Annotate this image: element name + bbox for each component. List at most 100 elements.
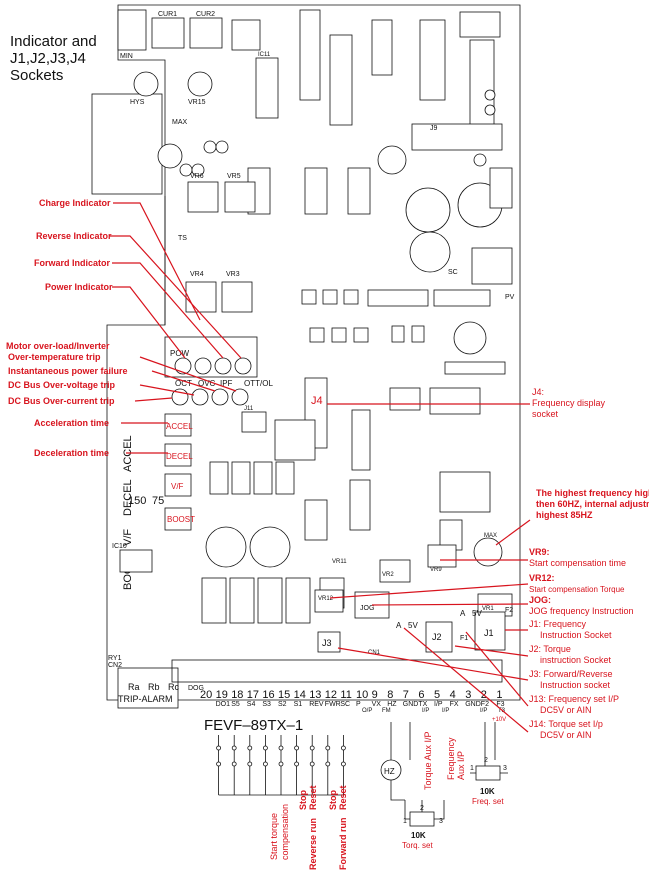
svg-text:J4: J4: [311, 395, 323, 407]
svg-text:J2: J2: [432, 632, 442, 642]
svg-text:then 60HZ, internal adjustment: then 60HZ, internal adjustment: [536, 499, 649, 509]
svg-text:TRIP-ALARM: TRIP-ALARM: [118, 694, 173, 704]
svg-text:CN2: CN2: [108, 662, 122, 669]
label-motor-overload: Motor over-load/Inverter: [6, 341, 110, 351]
svg-text:J1: J1: [484, 628, 494, 638]
terminal-number: 8: [387, 689, 393, 701]
terminal-number: 20: [200, 689, 212, 701]
svg-text:VR12: VR12: [318, 596, 334, 602]
svg-text:A: A: [460, 609, 466, 618]
svg-text:JOG frequency Instruction: JOG frequency Instruction: [529, 606, 634, 616]
svg-text:J3: Forward/Reverse: J3: Forward/Reverse: [529, 669, 613, 679]
label-over-temperature: Over-temperature trip: [8, 352, 101, 362]
svg-text:highest 85HZ: highest 85HZ: [536, 510, 593, 520]
svg-text:J13: Frequency set I/P: J13: Frequency set I/P: [529, 694, 619, 704]
terminal-number: 19: [216, 689, 228, 701]
svg-text:DECEL: DECEL: [122, 479, 134, 516]
svg-text:MAX: MAX: [172, 119, 188, 126]
svg-text:Start torque: Start torque: [269, 813, 279, 860]
svg-text:J4:: J4:: [532, 387, 544, 397]
svg-text:Sockets: Sockets: [10, 67, 63, 84]
terminal-number: 1: [496, 689, 502, 701]
switch-contact: [325, 761, 331, 767]
svg-text:Freq. set: Freq. set: [472, 797, 504, 806]
middle-components: J4 J11 MAX VR2 VR11 VR12 JOG VR9 VR1: [171, 377, 513, 683]
bottom-function-labels: Start torque compensation Stop Reset Rev…: [269, 731, 466, 870]
terminal-name: S5: [231, 701, 240, 708]
svg-text:3: 3: [503, 765, 507, 772]
svg-text:VR4: VR4: [190, 271, 204, 278]
boost-trimmer: BOOST: [167, 515, 195, 524]
terminal-name: GND: [465, 701, 481, 708]
terminal-number: 5: [434, 689, 440, 701]
terminal-name: SC: [340, 701, 350, 708]
right-callouts: J4: Frequency display socket The highest…: [327, 387, 649, 740]
page-title: Indicator and J1,J2,J3,J4 Sockets: [10, 33, 97, 84]
label-power-failure: Instantaneous power failure: [8, 366, 128, 376]
svg-text:I/P: I/P: [480, 708, 487, 714]
svg-text:ACCEL: ACCEL: [122, 435, 134, 472]
switch-contact: [216, 761, 222, 767]
label-reverse-indicator: Reverse Indicator: [36, 231, 112, 241]
terminal-number: 11: [340, 689, 351, 701]
svg-text:Indicator and: Indicator and: [10, 33, 97, 50]
svg-text:JOG:: JOG:: [529, 595, 551, 605]
bottom-wiring: HZ 1 2 3 10K Torq. set 1 2 3 10K Freq. s…: [216, 722, 508, 850]
svg-text:IC11: IC11: [258, 52, 271, 58]
svg-text:VR1: VR1: [482, 606, 494, 612]
svg-text:CN1: CN1: [368, 650, 381, 656]
svg-text:compensation: compensation: [280, 804, 290, 860]
svg-text:Frequency display: Frequency display: [532, 398, 606, 408]
svg-text:10K: 10K: [411, 831, 426, 840]
terminal-name: REV: [309, 701, 324, 708]
switch-contact: [294, 761, 300, 767]
svg-text:Instruction Socket: Instruction Socket: [540, 630, 612, 640]
svg-text:5V: 5V: [472, 609, 482, 618]
led-ott: OTT/OL: [244, 379, 273, 388]
svg-text:VR15: VR15: [188, 99, 206, 106]
terminal-number: 15: [278, 689, 290, 701]
vf-trimmer: V/F: [171, 482, 184, 491]
svg-text:1: 1: [403, 818, 407, 825]
svg-text:VR11: VR11: [332, 559, 347, 565]
svg-text:VR5: VR5: [227, 173, 241, 180]
terminal-number: 12: [325, 689, 337, 701]
label-overvoltage: DC Bus Over-voltage trip: [8, 380, 116, 390]
accel-trimmer: ACCEL: [166, 422, 193, 431]
label-acceleration-time: Acceleration time: [34, 418, 109, 428]
svg-text:VR9:: VR9:: [529, 547, 550, 557]
svg-text:F1: F1: [460, 635, 468, 642]
led-oct: OCT: [175, 379, 192, 388]
svg-text:SC: SC: [448, 269, 458, 276]
svg-text:150: 150: [128, 495, 146, 507]
label-charge-indicator: Charge Indicator: [39, 198, 111, 208]
svg-text:The highest frequency higher: The highest frequency higher: [536, 488, 649, 498]
terminal-name: S1: [294, 701, 303, 708]
svg-text:2: 2: [484, 757, 488, 764]
svg-text:Aux I/P: Aux I/P: [456, 751, 466, 780]
svg-text:3: 3: [439, 818, 443, 825]
svg-text:1: 1: [470, 765, 474, 772]
label-overcurrent: DC Bus Over-current trip: [8, 396, 115, 406]
terminal-name: F3: [496, 701, 504, 708]
switch-contact: [247, 745, 253, 751]
decel-trimmer: DECEL: [166, 452, 193, 461]
svg-text:Torq. set: Torq. set: [402, 841, 433, 850]
terminal-number: 14: [294, 689, 306, 701]
svg-text:MAX: MAX: [484, 533, 497, 539]
switch-contact: [309, 761, 315, 767]
label-forward-indicator: Forward Indicator: [34, 258, 111, 268]
led-ipf: IPF: [220, 379, 233, 388]
svg-text:J3: J3: [322, 638, 332, 648]
svg-text:Rb: Rb: [148, 682, 160, 692]
terminal-name: FWR: [325, 701, 341, 708]
svg-text:2: 2: [420, 805, 424, 812]
terminal-number: 9: [372, 689, 378, 701]
svg-text:J1: Frequency: J1: Frequency: [529, 619, 587, 629]
svg-text:VR6: VR6: [190, 173, 204, 180]
svg-text:instruction Socket: instruction Socket: [540, 655, 612, 665]
svg-text:VR9: VR9: [430, 567, 442, 573]
switch-contact: [340, 745, 346, 751]
svg-text:J9: J9: [430, 125, 438, 132]
